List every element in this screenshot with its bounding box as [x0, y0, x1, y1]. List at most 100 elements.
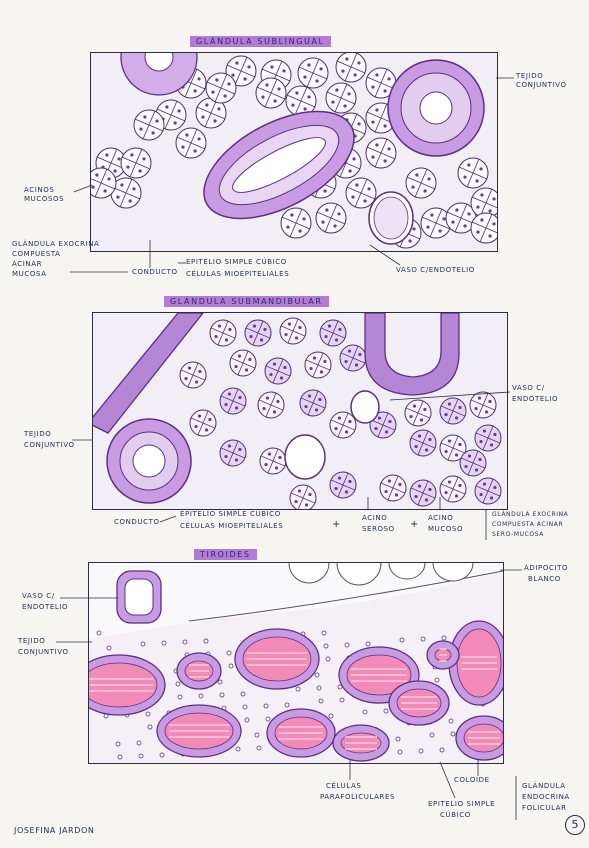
parafollicular-cell — [321, 630, 327, 636]
parafollicular-cell — [159, 752, 165, 758]
thyroid-follicle — [89, 654, 166, 716]
label-gland-3-2: ENDOCRINA — [522, 793, 570, 801]
sublingual-acinus — [297, 57, 329, 89]
parafollicular-cell — [147, 724, 153, 730]
label-epitelio-3-2: CÚBICO — [440, 811, 471, 819]
label-tejido-1: TEJIDO — [24, 430, 52, 438]
parafollicular-cell — [175, 681, 181, 687]
sublingual-acinus — [445, 202, 477, 234]
label-glandula-4: MUCOSA — [12, 270, 47, 278]
sublingual-illustration — [91, 53, 497, 249]
submandibular-acinus — [369, 411, 397, 439]
label-plus-2: + — [410, 519, 419, 530]
drawing-sublingual — [90, 52, 498, 252]
section-title-tiroides: TIROIDES — [194, 549, 257, 560]
submandibular-acinus — [474, 477, 502, 505]
parafollicular-cell — [198, 693, 204, 699]
thyroid-follicle — [388, 680, 450, 726]
submandibular-duct-u — [364, 313, 460, 396]
parafollicular-cell — [383, 708, 389, 714]
drawing-submandibular — [92, 312, 508, 510]
parafollicular-cell — [217, 679, 223, 685]
label-adipocito-2: BLANCO — [528, 575, 561, 583]
sublingual-acinus — [255, 77, 287, 109]
submandibular-acinus — [279, 317, 307, 345]
thyroid-follicle — [266, 708, 336, 758]
label-tejido-3-1: TEJIDO — [18, 637, 46, 645]
thyroid-follicle — [176, 652, 222, 690]
parafollicular-cell — [136, 740, 142, 746]
parafollicular-cell — [397, 749, 403, 755]
thyroid-follicle — [156, 704, 242, 758]
label-acino-seroso-1: ACINO — [362, 514, 388, 522]
submandibular-acinus — [459, 449, 487, 477]
sublingual-acinus — [91, 167, 117, 199]
parafollicular-cell — [117, 754, 123, 760]
label-tejido-conjuntivo: TEJIDO CONJUNTIVO — [516, 72, 567, 89]
sublingual-acinus — [470, 212, 497, 244]
label-gland-3-3: FOLICULAR — [522, 804, 567, 812]
submandibular-acinus — [244, 319, 272, 347]
submandibular-acinus — [209, 319, 237, 347]
page-number: 5 — [565, 815, 585, 835]
sublingual-acinus — [365, 137, 397, 169]
sublingual-acinus — [470, 187, 497, 219]
label-coloide: COLOIDE — [454, 776, 490, 784]
sublingual-acinus — [335, 53, 367, 83]
label-glandula-1: GLÁNDULA EXOCRINA — [12, 240, 100, 248]
sublingual-acinus — [420, 207, 452, 239]
thyroid-follicle — [234, 628, 320, 690]
submandibular-acinus — [439, 434, 467, 462]
parafollicular-cell — [106, 645, 112, 651]
submandibular-acinus — [299, 389, 327, 417]
parafollicular-cell — [429, 732, 435, 738]
parafollicular-cell — [399, 637, 405, 643]
submandibular-acinus — [379, 474, 407, 502]
parafollicular-cell — [323, 643, 329, 649]
section-title-submandibular: GLÁNDULA SUBMANDIBULAR — [164, 296, 329, 307]
submandibular-acinus — [329, 411, 357, 439]
drawing-tiroides — [88, 562, 504, 764]
submandibular-acinus — [259, 447, 287, 475]
sublingual-acinus — [345, 177, 377, 209]
parafollicular-cell — [138, 753, 144, 759]
footer-author: JOSEFINA JARDON — [14, 826, 95, 835]
submandibular-vessel-1 — [350, 390, 380, 424]
parafollicular-cell — [203, 638, 209, 644]
label-adipocito-1: ADIPOCITO — [524, 564, 569, 572]
label-glandula-3: ACINAR — [12, 260, 43, 268]
parafollicular-cell — [254, 732, 260, 738]
parafollicular-cell — [265, 716, 271, 722]
label-celulas-para-2: PARAFOLICULARES — [320, 793, 396, 801]
parafollicular-cell — [318, 698, 324, 704]
label-acino-seroso-2: SEROSO — [362, 525, 395, 533]
label-tejido-2: CONJUNTIVO — [24, 441, 75, 449]
submandibular-acinus — [469, 391, 497, 419]
submandibular-acinus — [329, 471, 357, 499]
label-epitelio: EPITELIO SIMPLE CÚBICO — [186, 258, 287, 266]
parafollicular-cell — [235, 746, 241, 752]
section-title-sublingual: GLÁNDULA SUBLINGUAL — [190, 36, 331, 47]
parafollicular-cell — [242, 704, 248, 710]
parafollicular-cell — [177, 694, 183, 700]
submandibular-acinus — [219, 439, 247, 467]
label-acinos-mucosos: ACINOS MUCOSOS — [24, 186, 65, 203]
thyroid-follicle — [332, 724, 390, 762]
sublingual-acinus — [225, 55, 257, 87]
submandibular-illustration — [93, 313, 502, 509]
sublingual-acinus — [325, 82, 357, 114]
submandibular-acinus — [439, 397, 467, 425]
sublingual-acinus — [175, 127, 207, 159]
parafollicular-cell — [328, 713, 334, 719]
parafollicular-cell — [145, 711, 151, 717]
thyroid-follicle — [426, 640, 460, 670]
label-gland-2-2: COMPUESTA ACINAR — [492, 521, 564, 528]
sublingual-acinus — [457, 157, 489, 189]
parafollicular-cell — [96, 630, 102, 636]
label-vaso-3-2: ENDOTELIO — [22, 603, 69, 611]
submandibular-acinus — [257, 391, 285, 419]
parafollicular-cell — [314, 672, 320, 678]
parafollicular-cell — [295, 686, 301, 692]
parafollicular-cell — [263, 703, 269, 709]
parafollicular-cell — [365, 641, 371, 647]
